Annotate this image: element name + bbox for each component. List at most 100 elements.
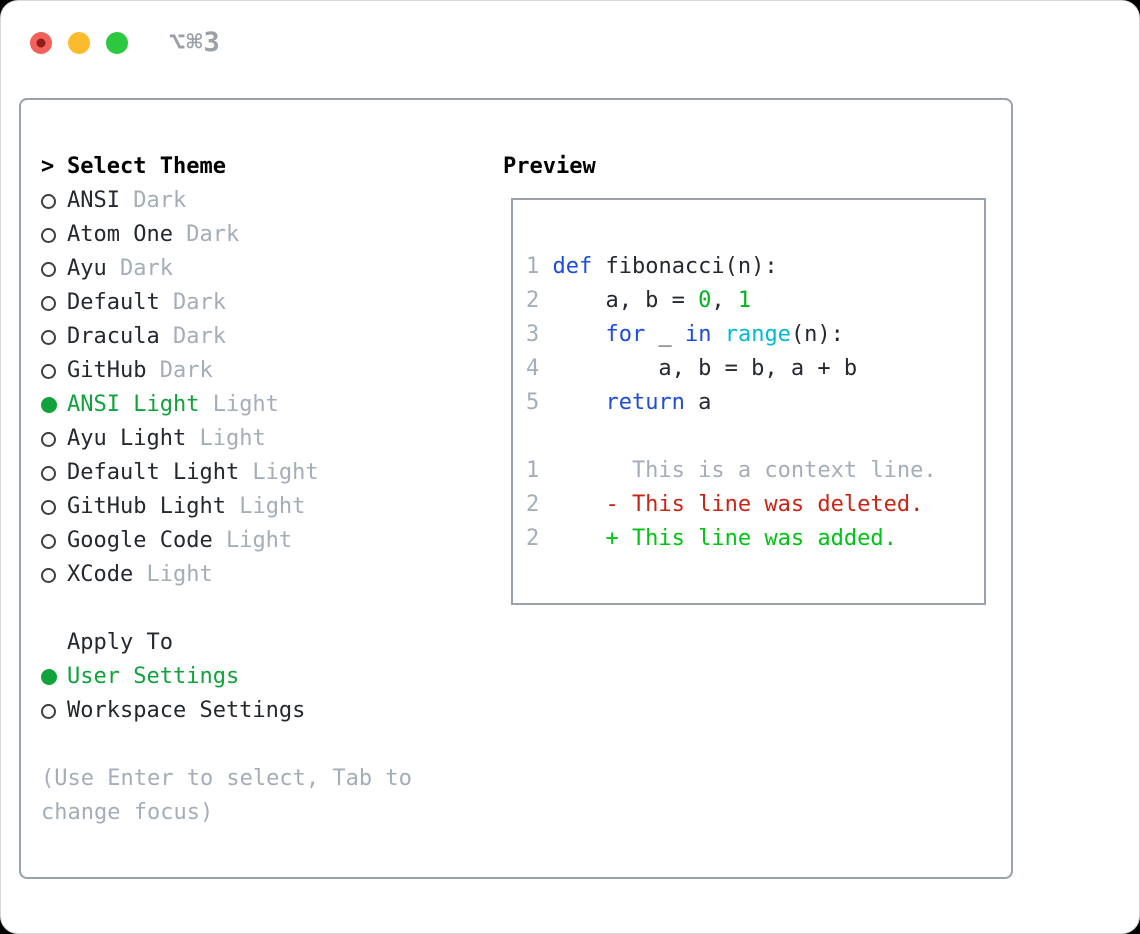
theme-item-ayu[interactable]: Ayu Dark <box>41 252 503 286</box>
code-line: 1 This is a context line. <box>526 454 984 488</box>
theme-variant-badge: Dark <box>106 256 173 281</box>
theme-item-github-light[interactable]: GitHub Light Light <box>41 490 503 524</box>
code-token: 0 <box>698 288 712 313</box>
apply-option-label: Workspace Settings <box>67 698 306 723</box>
radio-icon <box>41 533 56 549</box>
code-line: 2 - This line was deleted. <box>526 488 984 522</box>
theme-variant-badge: Light <box>225 494 306 519</box>
radio-icon <box>41 295 56 311</box>
code-token <box>711 322 724 347</box>
minimize-button[interactable] <box>68 31 90 54</box>
theme-item-default[interactable]: Default Dark <box>41 286 503 320</box>
theme-name: Default Light <box>67 460 240 485</box>
apply-to-title: Apply To <box>67 630 173 655</box>
theme-variant-badge: Light <box>133 562 213 587</box>
radio-icon <box>41 499 56 515</box>
code-line: 2 + This line was added. <box>526 522 984 556</box>
code-token <box>552 390 605 415</box>
theme-variant-badge: Dark <box>159 290 226 315</box>
radio-icon <box>41 567 56 583</box>
line-number: 2 <box>526 288 540 313</box>
theme-list-header: > Select Theme <box>41 150 503 184</box>
theme-item-ansi[interactable]: ANSI Dark <box>41 184 503 218</box>
radio-icon <box>41 227 56 243</box>
code-token: a, b = <box>552 288 699 313</box>
theme-name: ANSI Light <box>67 392 200 417</box>
theme-name: Google Code <box>67 528 213 553</box>
line-number: 5 <box>526 390 540 415</box>
theme-name: Dracula <box>67 324 160 349</box>
theme-variant-badge: Dark <box>119 188 187 213</box>
code-token: range <box>724 322 791 347</box>
radio-icon <box>41 261 56 277</box>
radio-icon <box>41 329 56 345</box>
line-number: 1 <box>526 254 540 279</box>
code-token: return <box>605 390 685 415</box>
theme-name: ANSI <box>67 188 120 213</box>
code-token: def <box>552 254 593 279</box>
theme-variant-badge: Dark <box>159 324 226 349</box>
code-token: _ <box>645 322 685 347</box>
code-token: for <box>605 322 646 347</box>
theme-item-google-code[interactable]: Google Code Light <box>41 524 503 558</box>
close-button[interactable] <box>30 31 52 54</box>
apply-option-user-settings[interactable]: User Settings <box>41 660 503 694</box>
theme-variant-badge: Light <box>199 392 279 417</box>
theme-name: GitHub Light <box>67 494 226 519</box>
theme-name: Atom One <box>67 222 173 247</box>
theme-variant-badge: Light <box>186 426 266 451</box>
radio-icon <box>41 431 56 447</box>
preview-title: Preview <box>503 154 596 179</box>
code-line: 2 a, b = 0, 1 <box>526 284 984 318</box>
zoom-button[interactable] <box>106 31 128 54</box>
theme-name: Ayu Light <box>67 426 187 451</box>
usage-hint: (Use Enter to select, Tab to change focu… <box>41 766 412 825</box>
code-token: + This line was added. <box>552 526 897 551</box>
code-line: 5 return a <box>526 386 984 420</box>
line-number: 2 <box>526 492 540 517</box>
code-token: - This line was deleted. <box>552 492 924 517</box>
code-token: a <box>684 390 712 415</box>
theme-name: GitHub <box>67 358 147 383</box>
radio-selected-icon <box>41 669 57 685</box>
radio-icon <box>41 465 56 481</box>
radio-icon <box>41 193 56 209</box>
code-token: fibonacci(n): <box>592 254 778 279</box>
theme-item-dracula[interactable]: Dracula Dark <box>41 320 503 354</box>
unsaved-indicator-icon <box>36 38 46 47</box>
theme-item-atom-one[interactable]: Atom One Dark <box>41 218 503 252</box>
line-number: 1 <box>526 458 540 483</box>
apply-option-workspace-settings[interactable]: Workspace Settings <box>41 694 503 728</box>
theme-name: XCode <box>67 562 134 587</box>
code-token: , <box>711 288 738 313</box>
line-number: 4 <box>526 356 540 381</box>
code-line: 3 for _ in range(n): <box>526 318 984 352</box>
theme-variant-badge: Dark <box>172 222 240 247</box>
theme-item-ayu-light[interactable]: Ayu Light Light <box>41 422 503 456</box>
theme-variant-badge: Light <box>239 460 319 485</box>
code-token: in <box>684 322 712 347</box>
theme-item-github[interactable]: GitHub Dark <box>41 354 503 388</box>
prompt-icon: > <box>41 154 55 179</box>
radio-icon <box>41 703 56 719</box>
line-number: 3 <box>526 322 540 347</box>
code-token: 1 <box>737 288 752 313</box>
theme-name: Default <box>67 290 160 315</box>
code-token <box>552 322 605 347</box>
theme-item-default-light[interactable]: Default Light Light <box>41 456 503 490</box>
theme-variant-badge: Light <box>212 528 293 553</box>
code-token: a, b = b, a + b <box>552 356 858 381</box>
theme-item-xcode[interactable]: XCode Light <box>41 558 503 592</box>
apply-option-label: User Settings <box>67 664 240 689</box>
theme-item-ansi-light[interactable]: ANSI Light Light <box>41 388 503 422</box>
theme-variant-badge: Dark <box>146 358 213 383</box>
code-line: 4 a, b = b, a + b <box>526 352 984 386</box>
theme-name: Ayu <box>67 256 107 281</box>
titlebar: ⌥⌘3 <box>1 1 1139 58</box>
